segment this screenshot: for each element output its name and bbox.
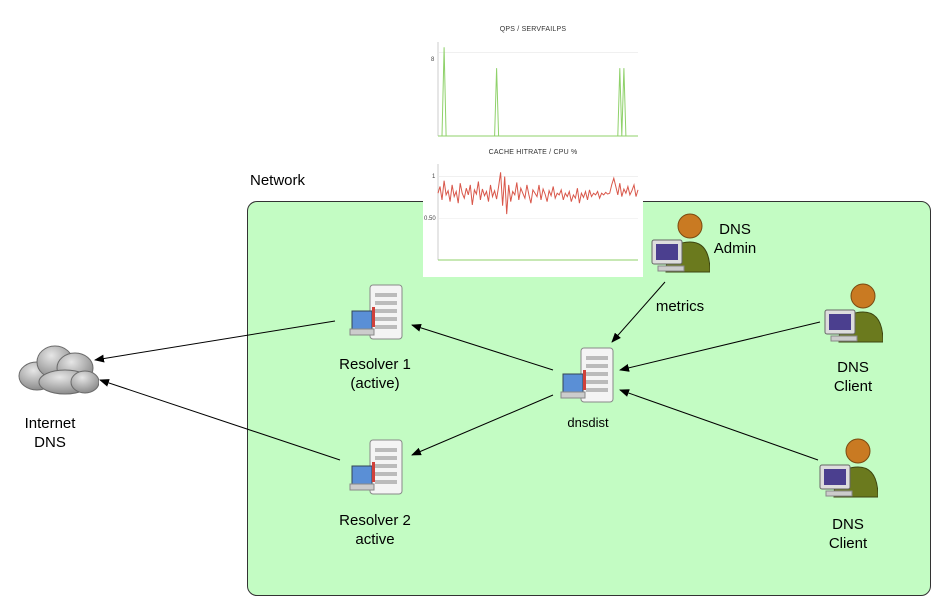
edge-resolver2-internet bbox=[99, 379, 341, 461]
cloud-icon bbox=[18, 345, 99, 395]
dnsdist-label: dnsdist bbox=[567, 415, 609, 430]
server-icon bbox=[349, 439, 403, 495]
qps-chart-panel: QPS / SERVFAILPS 8 bbox=[423, 20, 643, 140]
server-icon bbox=[560, 347, 614, 403]
edge-admin-dnsdist bbox=[611, 281, 666, 343]
chart-title: QPS / SERVFAILPS bbox=[499, 26, 567, 33]
series-line bbox=[437, 172, 639, 215]
internet-dns-label: Internet DNS bbox=[24, 415, 76, 451]
edge-dnsdist-resolver1 bbox=[411, 323, 554, 371]
series-line bbox=[438, 47, 638, 137]
chart-title: CACHE HITRATE / CPU % bbox=[488, 149, 578, 156]
network-label: Network bbox=[250, 172, 306, 189]
user-workstation-icon bbox=[824, 283, 883, 343]
edge-dnsdist-resolver2 bbox=[411, 394, 554, 456]
y-tick-label: 0.50 bbox=[424, 216, 436, 222]
metrics-label: metrics bbox=[655, 298, 705, 315]
resolver-2-label: Resolver 2 active bbox=[339, 512, 411, 548]
resolver-1-label: Resolver 1 (active) bbox=[339, 356, 411, 392]
y-tick-label: 1 bbox=[432, 174, 436, 180]
edge-client2-dnsdist bbox=[619, 389, 819, 461]
qps-plot bbox=[437, 42, 638, 137]
y-tick-label: 8 bbox=[431, 57, 435, 63]
edge-client1-dnsdist bbox=[619, 321, 821, 372]
dns-admin-label: DNS Admin bbox=[713, 221, 757, 257]
edge-resolver1-internet bbox=[94, 320, 336, 363]
cache-plot bbox=[437, 164, 639, 261]
user-workstation-icon bbox=[651, 213, 710, 273]
user-workstation-icon bbox=[819, 438, 878, 498]
server-icon bbox=[349, 284, 403, 340]
dns-client-2-label: DNS Client bbox=[828, 516, 868, 552]
cache-chart-panel: CACHE HITRATE / CPU % 1 0.50 bbox=[423, 140, 643, 277]
dns-client-1-label: DNS Client bbox=[833, 359, 873, 395]
